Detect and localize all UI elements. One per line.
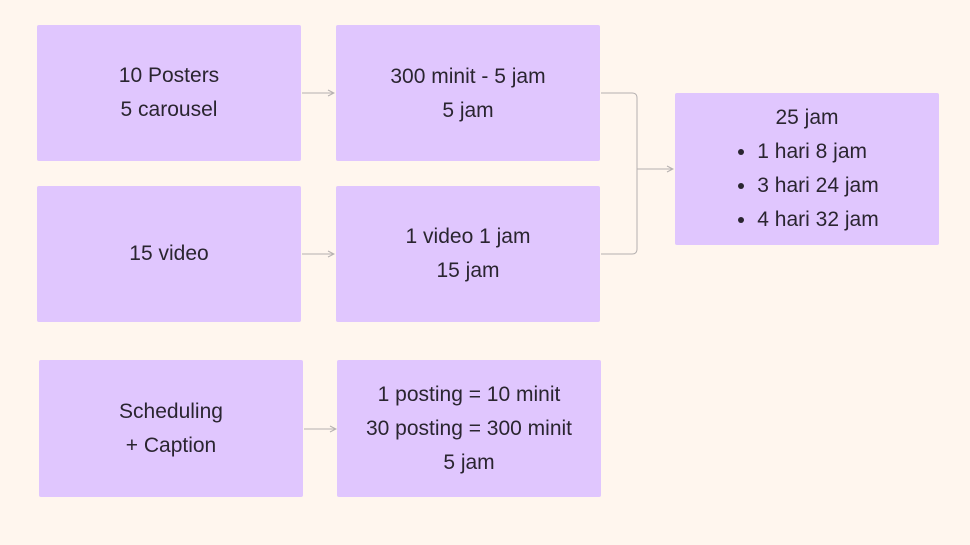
node-text: + Caption — [125, 433, 217, 457]
node-posters-time: 300 minit - 5 jam 5 jam — [336, 25, 600, 161]
node-text: 30 posting = 300 minit — [365, 416, 573, 440]
bullet-item: 3 hari 24 jam — [757, 169, 878, 203]
bullet-item: 4 hari 32 jam — [757, 203, 878, 237]
node-text: 5 carousel — [120, 98, 218, 121]
node-title: 25 jam — [775, 106, 839, 129]
bullet-item: 1 hari 8 jam — [757, 135, 878, 169]
node-total: 25 jam 1 hari 8 jam 3 hari 24 jam 4 hari… — [675, 93, 939, 245]
node-text: 10 Posters — [118, 64, 220, 87]
node-text: 15 video — [129, 242, 209, 265]
node-video: 15 video — [37, 186, 301, 322]
node-text: 15 jam — [436, 259, 500, 282]
merge-connector — [601, 92, 673, 255]
node-text: 1 posting = 10 minit — [377, 382, 561, 406]
node-posters: 10 Posters 5 carousel — [37, 25, 301, 161]
node-text: Scheduling — [119, 399, 223, 423]
node-text: 1 video 1 jam — [405, 225, 531, 248]
node-text: 5 jam — [442, 99, 494, 122]
node-video-time: 1 video 1 jam 15 jam — [336, 186, 600, 322]
node-scheduling: Scheduling + Caption — [39, 360, 303, 497]
bullet-list: 1 hari 8 jam 3 hari 24 jam 4 hari 32 jam — [735, 135, 878, 237]
node-text: 300 minit - 5 jam — [390, 65, 546, 88]
node-text: 5 jam — [443, 450, 495, 474]
node-scheduling-time: 1 posting = 10 minit 30 posting = 300 mi… — [337, 360, 601, 497]
